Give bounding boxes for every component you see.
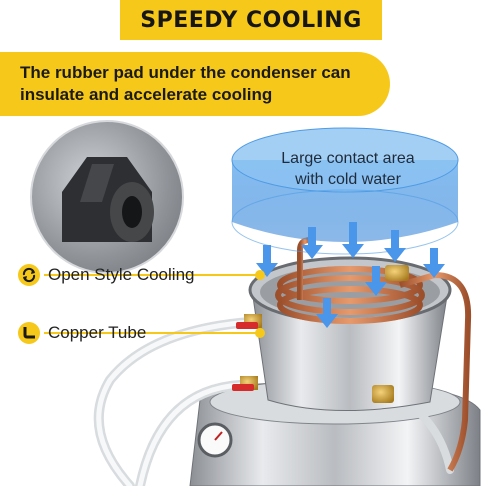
- copper-coil: [275, 237, 472, 472]
- brass-fitting: [385, 265, 409, 281]
- banner-text: The rubber pad under the condenser can i…: [20, 63, 351, 104]
- water-area-label: Large contact area with cold water: [281, 150, 415, 188]
- callout-label: Copper Tube: [48, 323, 147, 342]
- title-bar: SPEEDY COOLING: [120, 0, 382, 40]
- callout-leaders: [44, 270, 265, 338]
- cold-water-area: [231, 127, 459, 255]
- rubber-pad-image: [62, 157, 154, 242]
- rotate-arrows-icon: [18, 264, 40, 286]
- callout-copper-tube: Copper Tube: [18, 322, 146, 344]
- pipe-elbow-icon: [18, 322, 40, 344]
- callout-open-style-cooling: Open Style Cooling: [18, 264, 194, 286]
- page-title: SPEEDY COOLING: [140, 7, 362, 33]
- callout-label: Open Style Cooling: [48, 265, 195, 284]
- rubber-pad-inset: [30, 120, 184, 274]
- ball-valve: [232, 376, 258, 391]
- brass-fitting: [372, 385, 394, 403]
- info-banner: The rubber pad under the condenser can i…: [0, 52, 390, 116]
- flow-arrows: [256, 222, 445, 328]
- ball-valve: [236, 314, 262, 329]
